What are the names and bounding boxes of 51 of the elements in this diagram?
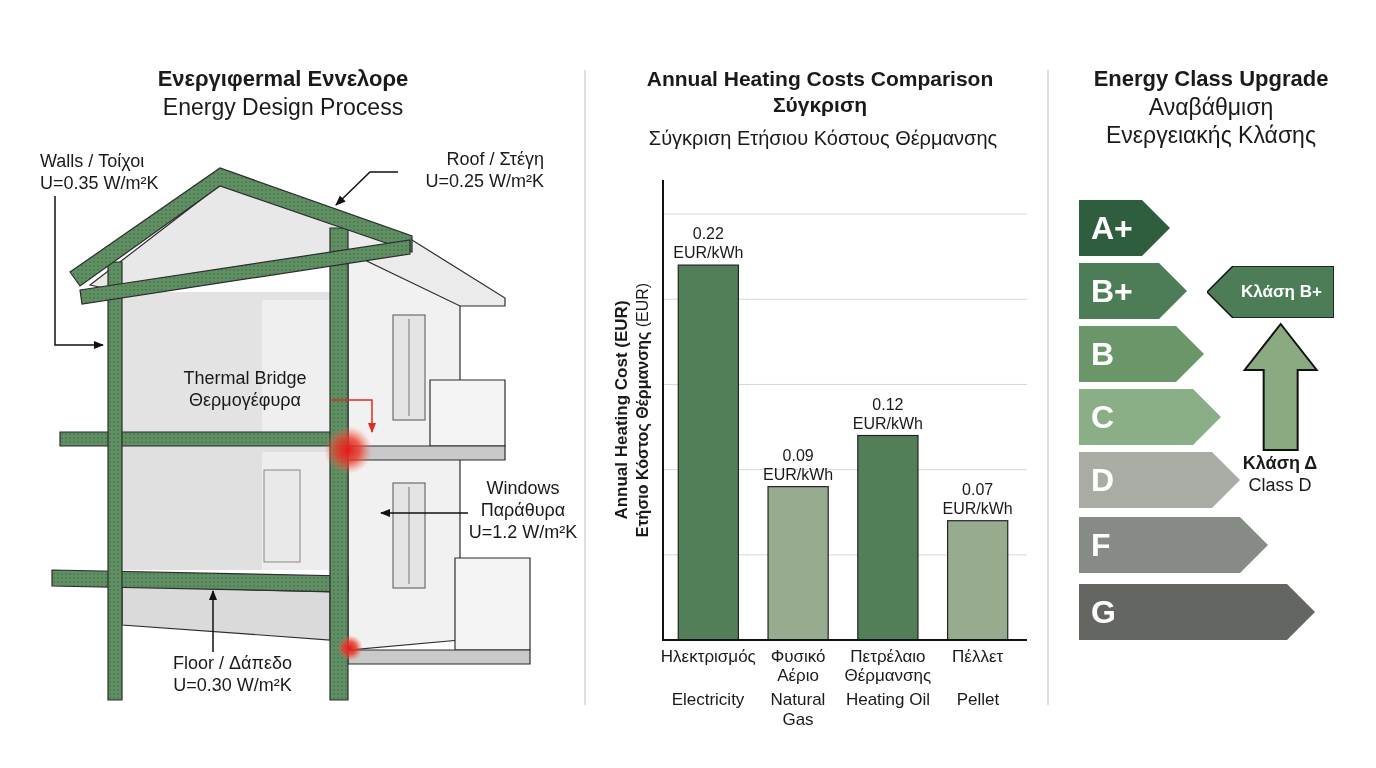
callout-text: U=0.25 W/m²K bbox=[424, 170, 544, 192]
panel-title: Energy Class Upgrade bbox=[1092, 66, 1330, 93]
leader-line bbox=[208, 589, 218, 653]
axis-title: Annual Heating Cost (EUR) bbox=[612, 299, 632, 522]
chart-title: Annual Heating Costs Comparison Σύγκριση bbox=[645, 66, 995, 119]
callout-text: U=0.30 W/m²K bbox=[172, 674, 293, 696]
unit-label: EUR/kWh bbox=[851, 413, 924, 433]
unit-label: EUR/kWh bbox=[762, 464, 835, 484]
leader-line bbox=[329, 399, 377, 434]
callout-text: Class D bbox=[1247, 474, 1313, 496]
class-letter: B+ bbox=[1091, 272, 1133, 310]
callout-text: Θερμογέφυρα bbox=[188, 389, 302, 411]
leader-line bbox=[379, 508, 469, 518]
unit-label: EUR/kWh bbox=[672, 243, 745, 263]
class-letter: D bbox=[1091, 461, 1115, 499]
callout-text: Παράθυρα bbox=[479, 499, 567, 521]
unit-label: EUR/kWh bbox=[941, 498, 1014, 518]
category-label: Pellet bbox=[955, 690, 1001, 711]
class-label: Κλάση B+ bbox=[1241, 281, 1322, 303]
leader-line bbox=[54, 195, 105, 350]
class-letter: C bbox=[1091, 398, 1115, 436]
category-label: Ηλεκτρισμός bbox=[659, 648, 757, 667]
panel-subtitle: Αναβάθμιση Ενεργειακής Κλάσης bbox=[1105, 94, 1317, 150]
panel-subtitle: Σύγκριση Ετήσιου Κόστους Θέρμανσης bbox=[647, 126, 999, 150]
leader-line bbox=[335, 171, 399, 206]
value-label: 0.22 bbox=[691, 224, 725, 244]
category-label: Φυσικό Αέριο bbox=[769, 648, 827, 686]
callout-text: Κλάση Δ bbox=[1241, 452, 1319, 474]
value-label: 0.12 bbox=[871, 394, 905, 414]
callout-text: Windows bbox=[485, 477, 561, 499]
axis-title: Ετήσιο Κόστος Θέρμανσης (EUR) bbox=[633, 281, 652, 540]
callout-text: Floor / Δάπεδο bbox=[172, 652, 293, 674]
panel-title: Ενεργιφermal Ενvελορe bbox=[156, 66, 410, 93]
category-label: Electricity bbox=[670, 690, 746, 711]
block-arrow bbox=[1242, 322, 1319, 451]
category-label: Natural Gas bbox=[769, 690, 827, 731]
value-label: 0.07 bbox=[961, 479, 995, 499]
class-letter: F bbox=[1091, 526, 1111, 564]
callout-text: Walls / Τοίχοι bbox=[40, 150, 146, 172]
category-label: Πετρέλαιο Θέρμανσης bbox=[843, 648, 933, 686]
panel-subtitle: Energy Design Process bbox=[161, 94, 405, 122]
category-label: Πέλλετ bbox=[951, 648, 1005, 667]
callout-text: U=0.35 W/m²K bbox=[40, 172, 160, 194]
category-label: Heating Oil bbox=[844, 690, 932, 711]
class-letter: A+ bbox=[1091, 209, 1133, 247]
value-label: 0.09 bbox=[781, 445, 815, 465]
callout-text: U=1.2 W/m²K bbox=[468, 521, 578, 543]
class-letter: B bbox=[1091, 335, 1115, 373]
callout-text: Roof / Στέγη bbox=[445, 148, 544, 170]
class-letter: G bbox=[1091, 593, 1116, 631]
callout-text: Thermal Bridge bbox=[182, 367, 308, 389]
